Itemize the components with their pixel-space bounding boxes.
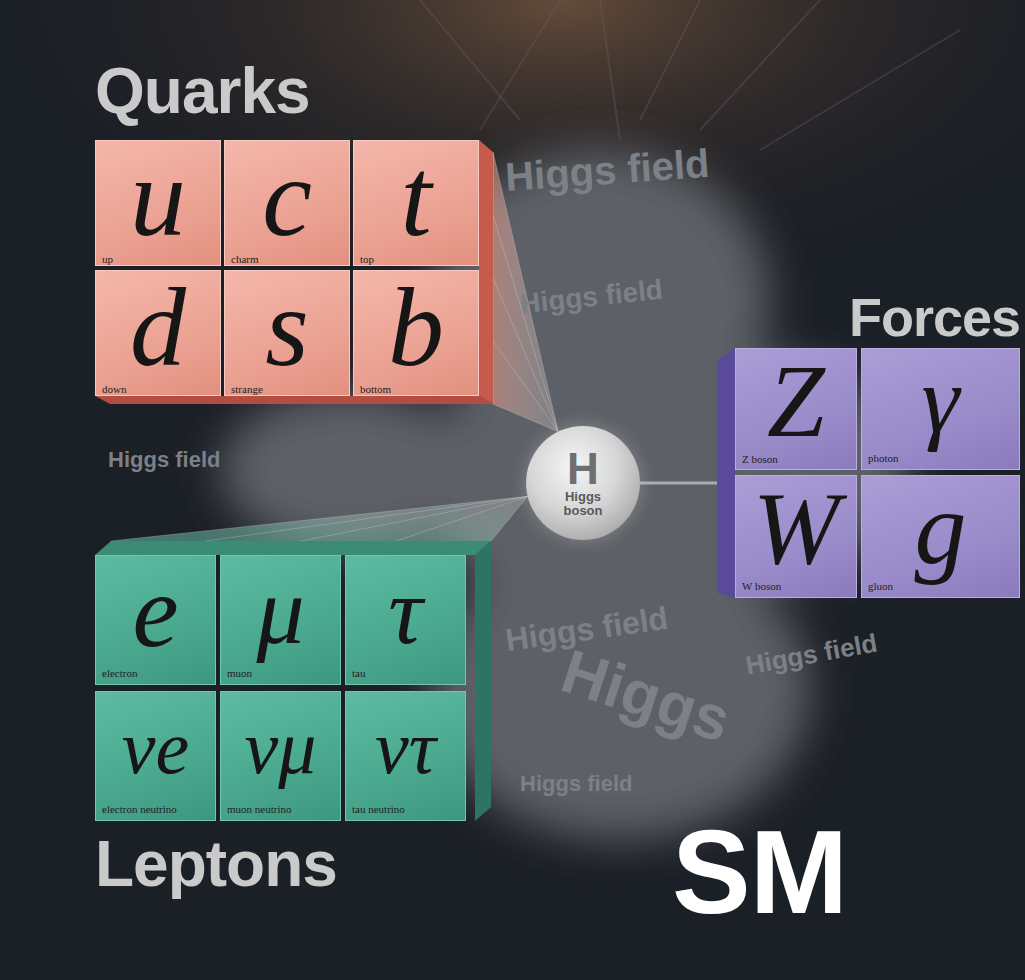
particle-name: gluon xyxy=(862,580,1019,597)
quark-block-bottom xyxy=(95,396,494,404)
particle-symbol: Z xyxy=(736,349,856,453)
particle-name: muon neutrino xyxy=(221,803,340,820)
particle-tile: WW boson xyxy=(735,475,857,598)
particle-name: muon xyxy=(221,667,340,684)
particle-name: electron neutrino xyxy=(96,803,215,820)
particle-name: electron xyxy=(96,667,215,684)
connector-line xyxy=(640,482,717,485)
particle-tile: bbottom xyxy=(353,270,479,396)
force-block-side xyxy=(717,348,735,598)
particle-symbol: μ xyxy=(221,556,340,667)
particle-symbol: νe xyxy=(96,692,215,803)
particle-name: photon xyxy=(862,452,1019,469)
watermark-text: Higgs field xyxy=(520,772,632,796)
particle-tile: ccharm xyxy=(224,140,350,266)
particle-tile: ZZ boson xyxy=(735,348,857,470)
particle-symbol: γ xyxy=(862,349,1019,452)
higgs-boson-circle: HHiggs boson xyxy=(526,426,640,540)
particle-name: up xyxy=(96,253,220,270)
particle-tile: ddown xyxy=(95,270,221,396)
watermark-text: Higgs field xyxy=(108,448,220,472)
track xyxy=(600,0,620,140)
particle-tile: ttop xyxy=(353,140,479,266)
particle-name: W boson xyxy=(736,580,856,597)
particle-name: charm xyxy=(225,253,349,270)
particle-symbol: s xyxy=(225,271,349,383)
particle-symbol: g xyxy=(862,476,1019,580)
particle-name: tau neutrino xyxy=(346,803,465,820)
lepton-block-side xyxy=(475,541,491,821)
particle-symbol: t xyxy=(354,141,478,253)
group-heading: Forces xyxy=(849,288,1020,347)
particle-tile: ντtau neutrino xyxy=(345,691,466,821)
particle-symbol: c xyxy=(225,141,349,253)
particle-name: top xyxy=(354,253,478,270)
particle-tile: μmuon xyxy=(220,555,341,685)
particle-tile: sstrange xyxy=(224,270,350,396)
lepton-block-top xyxy=(95,541,491,555)
cone-ray xyxy=(493,404,558,432)
particle-name: tau xyxy=(346,667,465,684)
cone-ray xyxy=(301,496,528,541)
higgs-symbol: H xyxy=(567,448,599,490)
connector xyxy=(640,483,717,484)
cone-ray xyxy=(491,496,528,541)
track xyxy=(760,30,960,150)
particle-symbol: b xyxy=(354,271,478,383)
group-heading: Quarks xyxy=(95,56,310,126)
particle-symbol: e xyxy=(96,556,215,667)
particle-group: ForcesZZ bosonγphotonWW bosonggluon xyxy=(735,348,1020,598)
particle-group: Quarksuupccharmttopddownsstrangebbottom xyxy=(95,140,479,396)
particle-name: bottom xyxy=(354,383,478,400)
particle-group: Leptonseelectronμmuonτtauνeelectron neut… xyxy=(95,555,475,821)
quark-block-side xyxy=(479,140,494,404)
cone-ray xyxy=(493,215,558,432)
track xyxy=(700,0,820,130)
cone-ray xyxy=(111,496,528,541)
particle-symbol: ντ xyxy=(346,692,465,803)
particle-symbol: u xyxy=(96,141,220,253)
particle-tile: eelectron xyxy=(95,555,216,685)
particle-symbol: d xyxy=(96,271,220,383)
track xyxy=(480,0,560,130)
light-cone xyxy=(111,496,528,541)
particle-symbol: τ xyxy=(346,556,465,667)
track xyxy=(640,0,700,120)
particle-name: down xyxy=(96,383,220,400)
particle-tile: uup xyxy=(95,140,221,266)
particle-name: Z boson xyxy=(736,453,856,470)
cone-ray xyxy=(493,341,558,432)
particle-tile: νμmuon neutrino xyxy=(220,691,341,821)
higgs-name: Higgs boson xyxy=(553,490,613,517)
particle-tile: τtau xyxy=(345,555,466,685)
particle-symbol: W xyxy=(736,476,856,580)
cone-ray xyxy=(396,496,528,541)
particle-tile: γphoton xyxy=(861,348,1020,470)
group-heading: Leptons xyxy=(95,829,337,899)
track xyxy=(420,0,520,120)
particle-tile: ggluon xyxy=(861,475,1020,598)
connector xyxy=(111,496,528,541)
model-abbreviation: SM xyxy=(672,808,847,938)
particle-symbol: νμ xyxy=(221,692,340,803)
cone-ray xyxy=(206,496,528,541)
particle-tile: νeelectron neutrino xyxy=(95,691,216,821)
collision-tracks xyxy=(420,0,960,150)
particle-name: strange xyxy=(225,383,349,400)
